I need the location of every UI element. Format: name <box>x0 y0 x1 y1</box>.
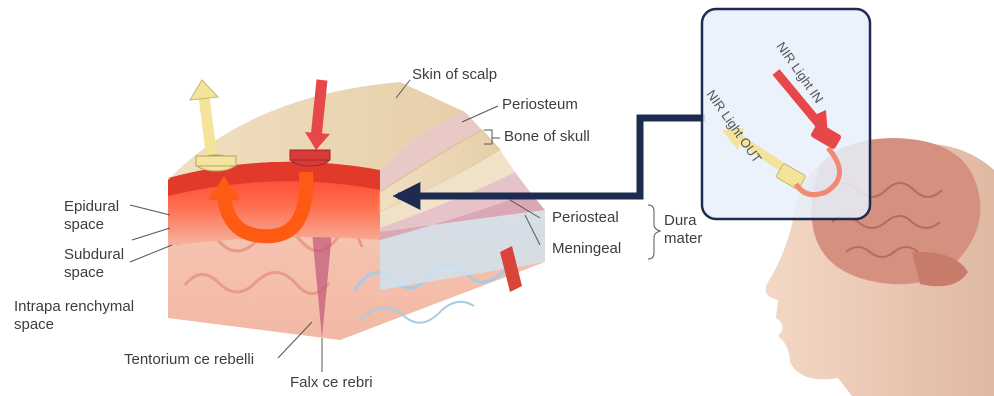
in-arrow-shaft <box>316 80 322 138</box>
label-skin-of-scalp: Skin of scalp <box>412 66 497 84</box>
cross-section-illustration <box>168 80 545 340</box>
label-intraparenchymal-line1: Intrapa renchymal <box>14 298 134 316</box>
label-subdural-line2: space <box>64 264 104 282</box>
label-tentorium: Tentorium ce rebelli <box>124 351 254 369</box>
label-subdural-line1: Subdural <box>64 246 124 264</box>
label-epidural-line1: Epidural <box>64 198 119 216</box>
label-intraparenchymal-line2: space <box>14 316 54 334</box>
label-dura-line1: Dura <box>664 212 697 230</box>
label-bone-of-skull: Bone of skull <box>504 128 590 146</box>
label-epidural-line2: space <box>64 216 104 234</box>
inset-panel: NIR Light IN NIR Light OUT <box>702 9 870 219</box>
label-meningeal: Meningeal <box>552 240 621 258</box>
label-dura-line2: mater <box>664 230 702 248</box>
label-periosteal: Periosteal <box>552 209 619 227</box>
label-periosteum: Periosteum <box>502 96 578 114</box>
out-arrowhead <box>190 80 218 100</box>
label-falx: Falx ce rebri <box>290 374 373 392</box>
